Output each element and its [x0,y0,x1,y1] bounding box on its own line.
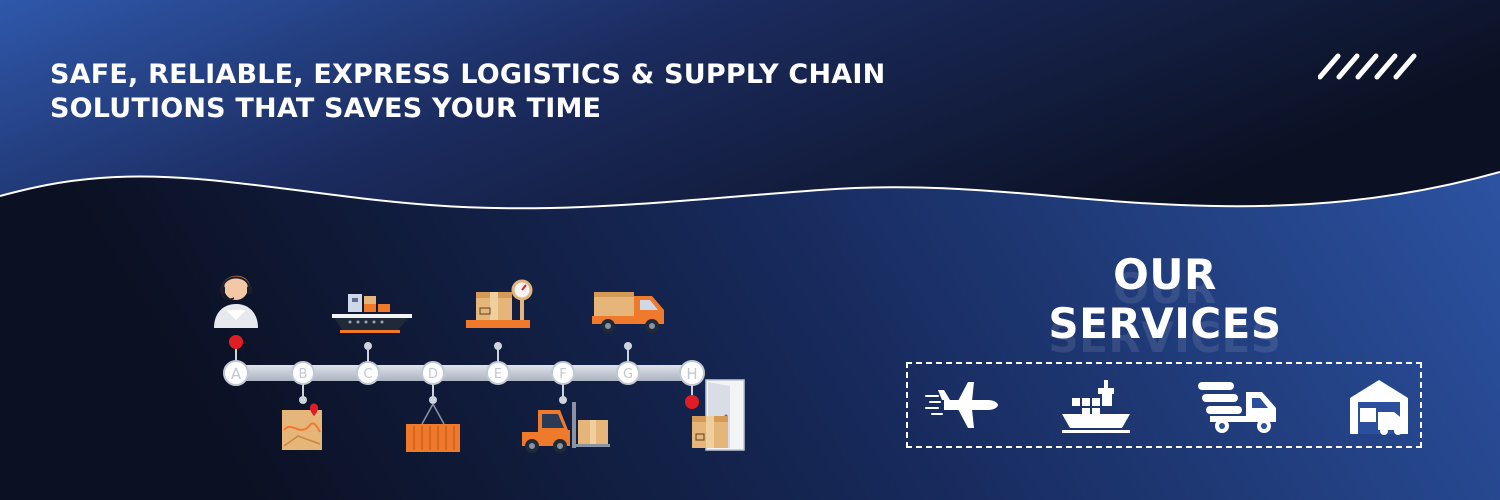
timeline-step-e: E [466,279,533,385]
services-title-shadow: OUR SERVICES [1048,264,1282,362]
map-pin-icon [282,403,322,450]
headline: SAFE, RELIABLE, EXPRESS LOGISTICS & SUPP… [50,58,885,126]
services-box [906,362,1422,448]
step-letter-b: B [299,367,308,382]
airplane-icon [925,382,998,428]
delivery-truck-icon [592,292,664,333]
customer-support-icon [214,275,258,328]
timeline-step-a: A [214,275,258,386]
services-title: OUR SERVICES [1048,250,1282,348]
step-letter-a: A [231,365,242,383]
timeline-step-g: G [592,292,664,385]
forklift-icon [522,402,610,453]
warehouse-icon [1350,380,1408,435]
shipping-container-icon [406,403,460,452]
slashes-decoration-icon [1318,53,1417,80]
step-letter-f: F [559,367,566,382]
step-letter-d: D [428,367,438,382]
timeline-step-h: H [679,360,745,451]
timeline-step-c: C [332,294,412,385]
cargo-ship-icon [1062,380,1130,433]
step-letter-h: H [686,365,697,383]
door-delivery-icon [692,379,745,451]
timeline-track [240,365,693,381]
cargo-ship-icon [332,294,412,333]
headline-line-1: SAFE, RELIABLE, EXPRESS LOGISTICS & SUPP… [50,59,886,90]
step-letter-e: E [494,367,502,382]
services-heading: OUR SERVICES OUR SERVICES [990,250,1340,362]
timeline-step-f: F [522,361,610,453]
timeline-step-d: D [406,361,460,452]
delivery-truck-icon [1198,382,1276,433]
step-letter-c: C [363,367,372,382]
step-letter-g: G [623,367,633,382]
delivery-timeline: A B [214,275,745,453]
headline-line-2: SOLUTIONS THAT SAVES YOUR TIME [50,93,602,124]
package-scale-icon [466,279,533,328]
timeline-step-b: B [282,361,322,450]
